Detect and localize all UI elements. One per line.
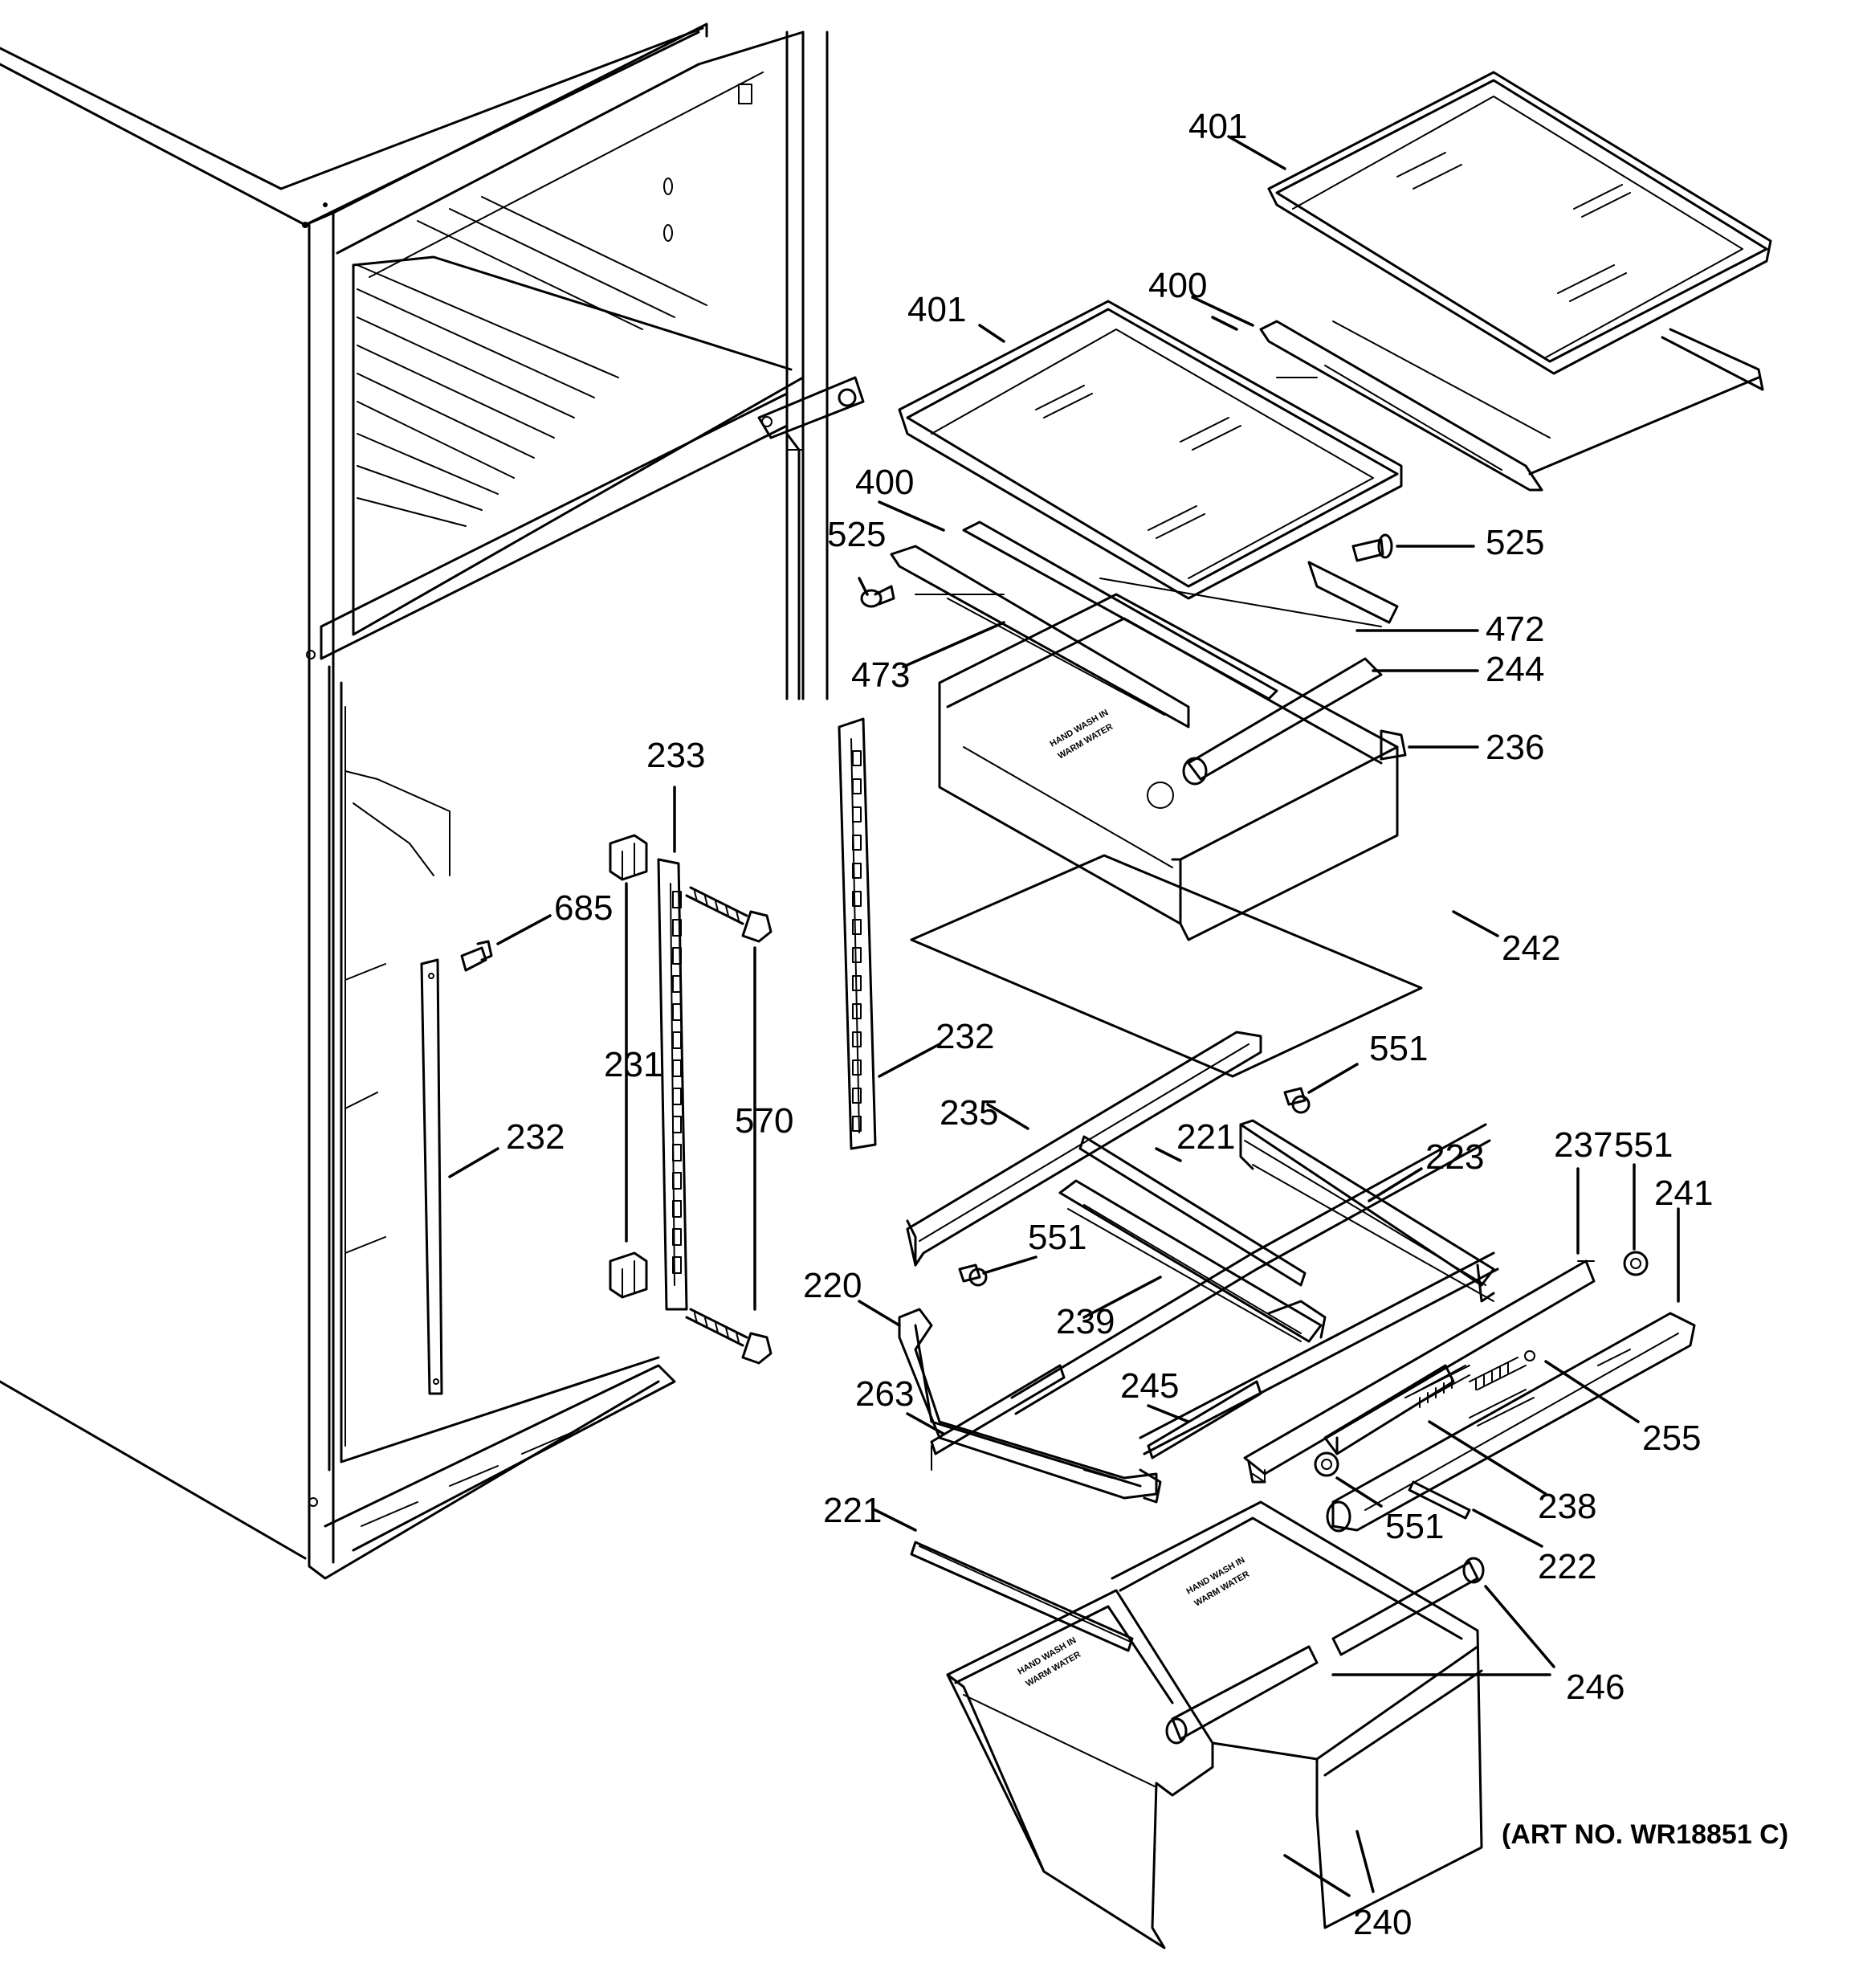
- label-235: 235: [940, 1093, 998, 1133]
- label-473: 473: [851, 655, 910, 695]
- screw-525-right: [1351, 533, 1393, 562]
- screw-551-left: [958, 1263, 988, 1287]
- shelf-bracket-upper: [1259, 320, 1764, 492]
- label-472: 472: [1486, 610, 1544, 649]
- label-245: 245: [1120, 1366, 1179, 1406]
- rod-221-upper: [1078, 1135, 1307, 1287]
- spacer-231-top: [609, 834, 648, 881]
- label-244: 244: [1486, 650, 1544, 689]
- label-239: 239: [1056, 1302, 1115, 1341]
- center-hinge: [757, 376, 865, 439]
- label-525-left: 525: [827, 515, 886, 554]
- rod-263: [930, 1364, 1066, 1471]
- screw-570-bottom: [685, 1308, 773, 1365]
- front-bracket-220: [898, 1308, 1162, 1504]
- drawer-handle-right: [1331, 1557, 1485, 1656]
- cover-237: [1243, 1259, 1596, 1484]
- label-263: 263: [855, 1374, 914, 1414]
- rod-245: [1147, 1380, 1262, 1459]
- rail-239: [1058, 1179, 1327, 1343]
- label-570: 570: [735, 1101, 793, 1141]
- vent-slots-255: [1469, 1350, 1535, 1390]
- screw-525-left: [860, 585, 895, 608]
- cover-241: [1326, 1312, 1696, 1533]
- pan-cover-236: [1380, 729, 1407, 761]
- label-223: 223: [1425, 1137, 1484, 1177]
- vent-slots-238: [1413, 1365, 1470, 1408]
- glass-shelf-upper: [1267, 71, 1772, 375]
- crisper-drawer-left: HAND WASH IN WARM WATER: [946, 1589, 1214, 1949]
- label-246: 246: [1566, 1668, 1625, 1707]
- screw-685: [460, 940, 493, 972]
- glass-panel-242: [910, 854, 1423, 1078]
- label-220: 220: [803, 1266, 862, 1305]
- rod-222: [1408, 1480, 1471, 1520]
- glass-shelf-lower: [898, 300, 1403, 600]
- side-trim-232-left: [420, 958, 443, 1395]
- label-237: 237: [1554, 1125, 1612, 1165]
- refrigerator-cabinet: [0, 22, 865, 1580]
- label-551-top: 551: [1369, 1029, 1428, 1068]
- label-400-upper: 400: [1148, 266, 1207, 305]
- label-221-upper: 221: [1176, 1117, 1235, 1157]
- label-221-lower: 221: [823, 1491, 882, 1530]
- label-400-lower: 400: [855, 463, 914, 502]
- rod-221-lower: [910, 1541, 1134, 1652]
- drawer-handle-left: [1165, 1645, 1319, 1745]
- label-525-right: 525: [1486, 523, 1544, 562]
- label-551-right: 551: [1614, 1125, 1673, 1165]
- label-551-left: 551: [1028, 1218, 1086, 1257]
- meat-pan: HAND WASH IN WARM WATER: [938, 593, 1399, 941]
- label-236: 236: [1486, 728, 1544, 767]
- screw-570-top: [685, 886, 773, 943]
- label-401-upper: 401: [1188, 107, 1247, 146]
- shelf-ladder-232-right: [838, 717, 877, 1150]
- label-238: 238: [1538, 1487, 1596, 1526]
- ladder-slots-232: [852, 750, 862, 1132]
- leader-lines: [448, 135, 1680, 1897]
- label-240: 240: [1353, 1903, 1412, 1942]
- art-number: (ART NO. WR18851 C): [1502, 1819, 1788, 1850]
- label-255: 255: [1642, 1419, 1701, 1458]
- shelf-ladder-233: [657, 858, 688, 1311]
- pan-handle-244: [1182, 657, 1383, 786]
- label-401-lower: 401: [907, 290, 966, 329]
- freezer-floor-ribs: [357, 196, 707, 527]
- part-number-labels: 401 401 400 400 525 525 472 473 244 236 …: [506, 107, 1788, 1942]
- label-222: 222: [1538, 1547, 1596, 1586]
- label-242: 242: [1502, 929, 1560, 968]
- ladder-slots-233: [672, 891, 682, 1274]
- rail-223: [1239, 1119, 1495, 1303]
- screw-551-right: [1623, 1251, 1649, 1276]
- screw-551-bottom: [1314, 1451, 1339, 1477]
- label-232-left: 232: [506, 1117, 565, 1157]
- label-231: 231: [604, 1045, 662, 1084]
- label-232-right: 232: [936, 1017, 994, 1056]
- frame-cross-rails: [1010, 1123, 1499, 1455]
- spacer-231-bottom: [609, 1251, 648, 1299]
- label-241: 241: [1654, 1174, 1713, 1213]
- label-233: 233: [646, 736, 705, 775]
- label-685: 685: [554, 888, 613, 928]
- crisper-rail-235: [906, 1031, 1262, 1267]
- screw-551-top: [1283, 1087, 1311, 1114]
- label-551-bottom: 551: [1385, 1507, 1444, 1546]
- slide-238: [1323, 1364, 1470, 1455]
